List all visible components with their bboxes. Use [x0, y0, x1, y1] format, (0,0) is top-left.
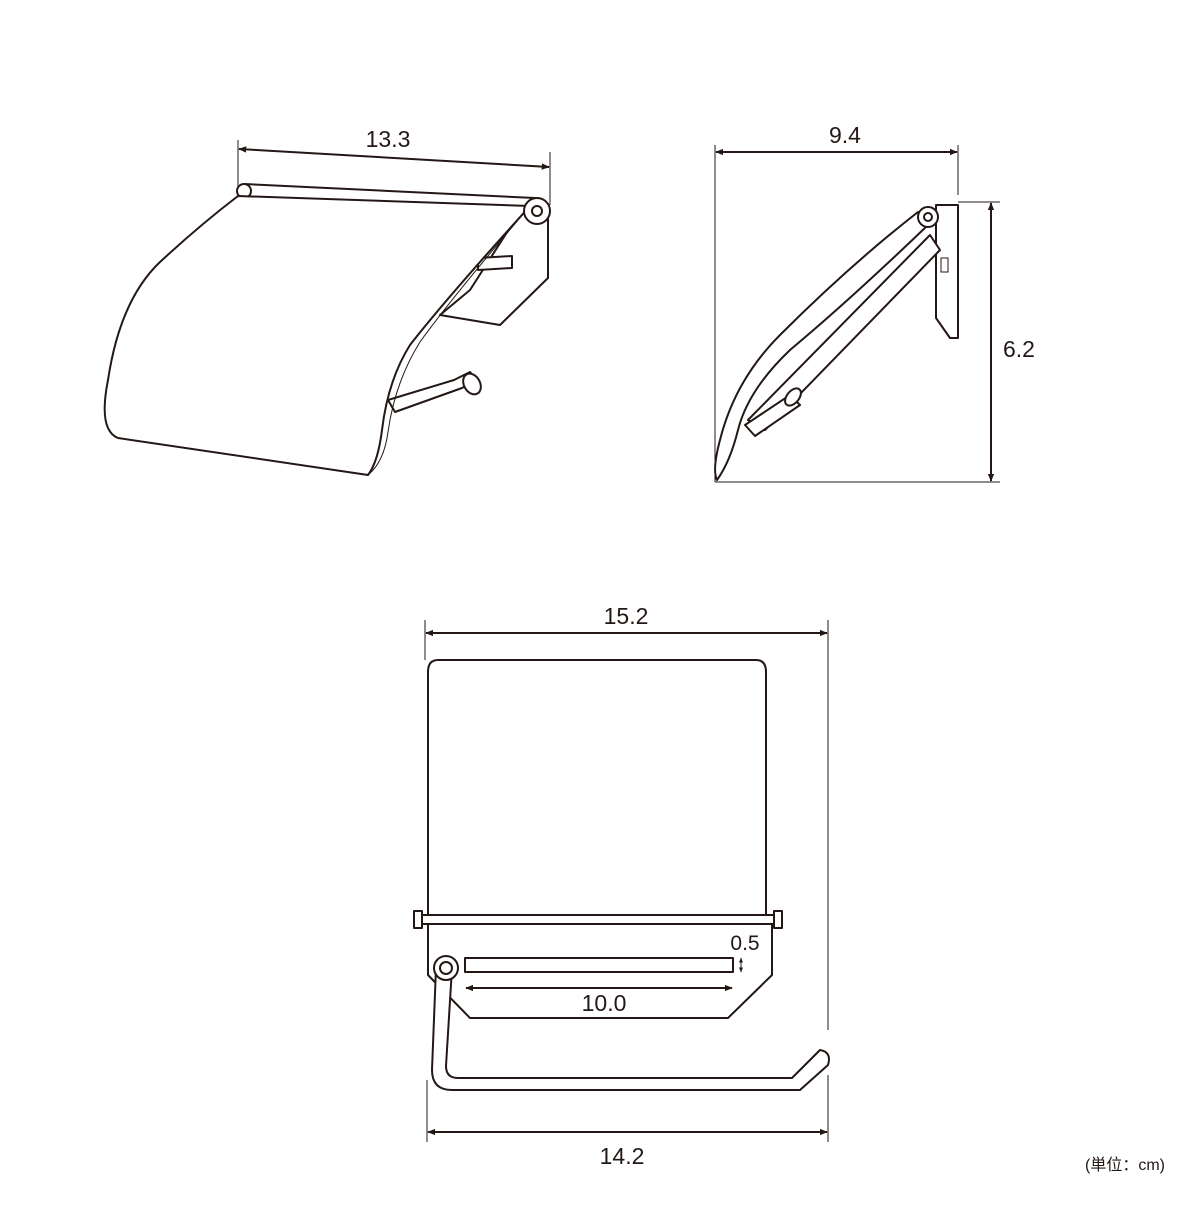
- dimension-label-10-0: 10.0: [582, 990, 627, 1016]
- cover-edge-line: [367, 205, 531, 476]
- dimension-label-6-2: 6.2: [1003, 336, 1035, 362]
- front-hinge-cap-right: [773, 910, 783, 929]
- dimension-label-9-4: 9.4: [829, 122, 861, 148]
- unit-note: (単位：cm): [1085, 1156, 1165, 1174]
- front-hinge-cap-left: [413, 910, 423, 929]
- front-cover-panel: [427, 659, 767, 916]
- paper-bar-end: [462, 372, 482, 396]
- front-slot: [464, 957, 734, 973]
- dimension-label-14-2: 14.2: [600, 1143, 645, 1169]
- front-paper-bar: [431, 967, 830, 1091]
- front-bar-pivot-center: [439, 961, 453, 975]
- side-plate-slot: [940, 257, 949, 273]
- front-view: 15.2 0.5 10.0 14.2: [413, 603, 830, 1169]
- dimension-label-15-2: 15.2: [604, 603, 649, 629]
- side-paper-bar-end: [784, 387, 802, 407]
- dimension-line-13-3: [238, 146, 550, 170]
- perspective-view: 13.3: [103, 126, 551, 476]
- front-hinge-bar: [419, 914, 777, 925]
- cover-lid: [103, 195, 531, 476]
- plate-slot: [477, 255, 513, 271]
- support-arm: [747, 234, 941, 431]
- dimension-label-0-5: 0.5: [730, 932, 759, 955]
- side-view: 9.4 6.2: [714, 122, 1035, 483]
- side-cover: [714, 211, 929, 481]
- side-hinge-knob-center: [923, 212, 933, 222]
- paper-bar: [387, 371, 474, 413]
- hinge-knob-right-center: [531, 205, 543, 217]
- dimension-label-13-3: 13.3: [366, 126, 411, 152]
